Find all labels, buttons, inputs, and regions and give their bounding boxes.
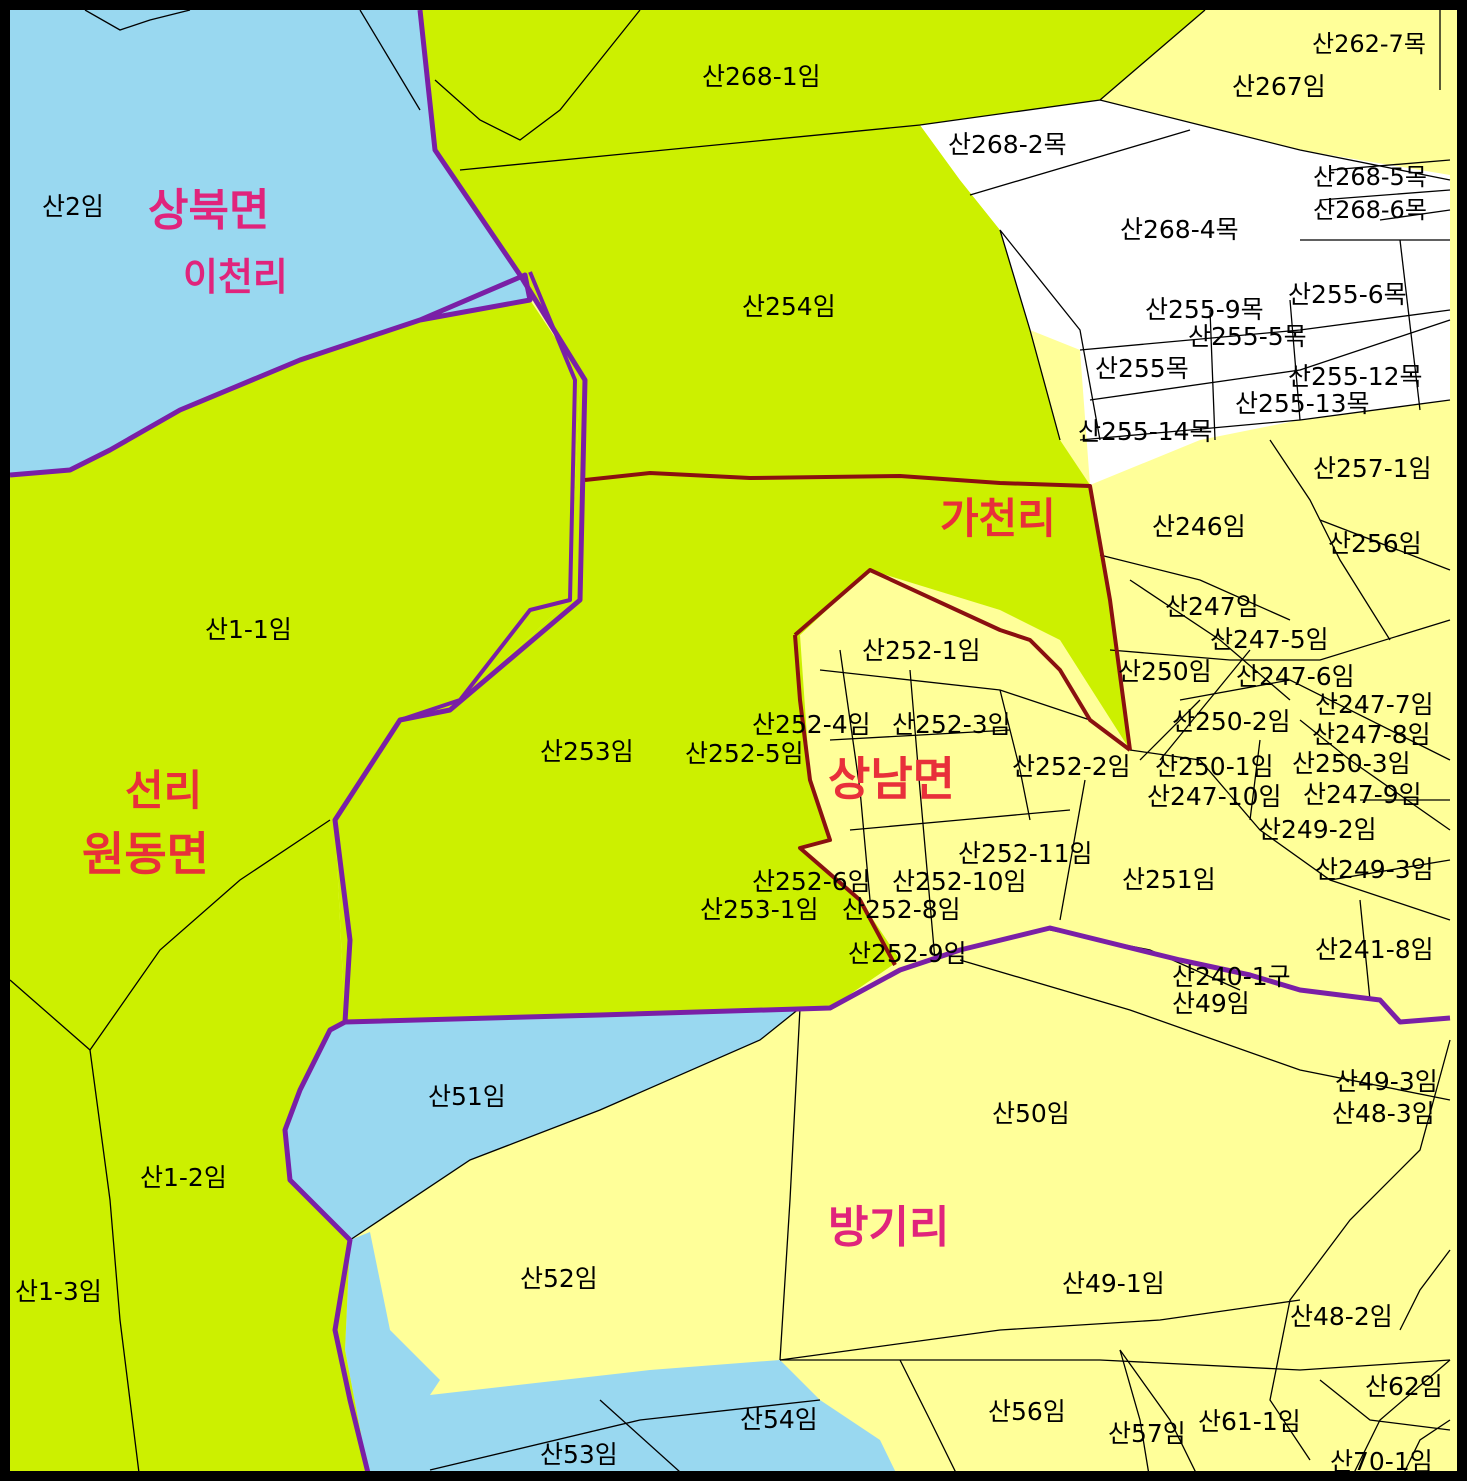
parcel-label[interactable]: 산62임 bbox=[1365, 1372, 1443, 1401]
parcel-label[interactable]: 산246임 bbox=[1152, 512, 1246, 541]
parcel-label[interactable]: 산240-1구 bbox=[1172, 962, 1291, 991]
parcel-label[interactable]: 산252-1임 bbox=[862, 636, 981, 665]
parcel-label[interactable]: 산252-6임 bbox=[752, 867, 871, 896]
parcel-label[interactable]: 산53임 bbox=[540, 1440, 618, 1469]
parcel-lines bbox=[10, 10, 1451, 1471]
parcel-label[interactable]: 산250-1임 bbox=[1155, 752, 1274, 781]
parcel-label[interactable]: 산252-10임 bbox=[892, 867, 1027, 896]
parcel-label[interactable]: 산255-9목 bbox=[1145, 295, 1264, 324]
parcel-label[interactable]: 산1-3임 bbox=[15, 1277, 102, 1306]
parcel-label[interactable]: 산252-4임 bbox=[752, 710, 871, 739]
parcel-label[interactable]: 산249-2임 bbox=[1258, 815, 1377, 844]
parcel-label[interactable]: 산262-7목 bbox=[1312, 30, 1426, 58]
parcel-label[interactable]: 산49임 bbox=[1172, 989, 1250, 1018]
parcel-label[interactable]: 산54임 bbox=[740, 1405, 818, 1434]
parcel-label[interactable]: 산70-1임 bbox=[1330, 1447, 1433, 1476]
parcel-label[interactable]: 산247-6임 bbox=[1236, 662, 1355, 691]
parcel-label[interactable]: 산252-2임 bbox=[1012, 752, 1131, 781]
region-label-icheon-ri: 이천리 bbox=[183, 255, 288, 299]
water-area-south bbox=[285, 1008, 800, 1240]
parcel-label[interactable]: 산252-11임 bbox=[958, 839, 1093, 868]
parcel-label[interactable]: 산252-8임 bbox=[842, 895, 961, 924]
parcel-label[interactable]: 산256임 bbox=[1328, 529, 1422, 558]
forest-area-west bbox=[10, 300, 580, 1471]
parcel-label[interactable]: 산254임 bbox=[742, 292, 836, 321]
parcel-label[interactable]: 산48-2임 bbox=[1290, 1302, 1393, 1331]
parcel-label[interactable]: 산255-5목 bbox=[1188, 322, 1307, 351]
parcel-label[interactable]: 산250-3임 bbox=[1292, 749, 1411, 778]
white-area-northeast bbox=[920, 100, 1450, 485]
parcel-labels: 산268-1임 산262-7목 산267임 산268-2목 산268-5목 산2… bbox=[15, 30, 1443, 1476]
parcel-label[interactable]: 산267임 bbox=[1232, 72, 1326, 101]
parcel-label[interactable]: 산268-4목 bbox=[1120, 215, 1239, 244]
parcel-label[interactable]: 산247-9임 bbox=[1303, 780, 1422, 809]
parcel-label[interactable]: 산252-9임 bbox=[848, 939, 967, 968]
parcel-label[interactable]: 산255-6목 bbox=[1288, 280, 1407, 309]
parcel-label[interactable]: 산268-2목 bbox=[948, 130, 1067, 159]
parcel-label[interactable]: 산268-1임 bbox=[702, 62, 821, 91]
parcel-label[interactable]: 산268-5목 bbox=[1313, 163, 1427, 191]
parcel-label[interactable]: 산50임 bbox=[992, 1099, 1070, 1128]
parcel-label[interactable]: 산49-1임 bbox=[1062, 1269, 1165, 1298]
water-area-northwest bbox=[10, 10, 530, 475]
region-label-seon-ri: 선리 bbox=[125, 766, 202, 815]
parcel-label[interactable]: 산250임 bbox=[1118, 657, 1212, 686]
village-boundaries bbox=[584, 471, 1132, 966]
parcel-label[interactable]: 산51임 bbox=[428, 1082, 506, 1111]
region-label-sangnam-myeon: 상남면 bbox=[828, 752, 955, 806]
parcel-label[interactable]: 산1-1임 bbox=[205, 615, 292, 644]
parcel-label[interactable]: 산247-8임 bbox=[1312, 720, 1431, 749]
district-boundaries bbox=[10, 10, 1451, 1471]
parcel-label[interactable]: 산52임 bbox=[520, 1264, 598, 1293]
parcel-label[interactable]: 산61-1임 bbox=[1198, 1407, 1301, 1436]
region-label-banggi-ri: 방기리 bbox=[828, 1202, 949, 1253]
parcel-label[interactable]: 산48-3임 bbox=[1332, 1099, 1435, 1128]
forest-area-north bbox=[335, 10, 1205, 1022]
parcel-label[interactable]: 산1-2임 bbox=[140, 1163, 227, 1192]
parcel-label[interactable]: 산241-8임 bbox=[1315, 935, 1434, 964]
parcel-label[interactable]: 산255-14목 bbox=[1078, 417, 1213, 446]
parcel-label[interactable]: 산253-1임 bbox=[700, 895, 819, 924]
parcel-label[interactable]: 산255목 bbox=[1095, 354, 1189, 383]
parcel-label[interactable]: 산253임 bbox=[540, 737, 634, 766]
parcel-label[interactable]: 산57임 bbox=[1108, 1419, 1186, 1448]
parcel-label[interactable]: 산249-3임 bbox=[1315, 855, 1434, 884]
parcel-label[interactable]: 산247-10임 bbox=[1147, 782, 1282, 811]
region-label-sangbuk-myeon: 상북면 bbox=[148, 185, 269, 236]
parcel-label[interactable]: 산257-1임 bbox=[1313, 454, 1432, 483]
parcel-label[interactable]: 산247-5임 bbox=[1210, 625, 1329, 654]
region-label-wondong-myeon: 원동면 bbox=[82, 827, 209, 881]
parcel-label[interactable]: 산247임 bbox=[1165, 592, 1259, 621]
parcel-label[interactable]: 산268-6목 bbox=[1313, 196, 1427, 224]
parcel-label[interactable]: 산247-7임 bbox=[1315, 690, 1434, 719]
parcel-label[interactable]: 산251임 bbox=[1122, 865, 1216, 894]
parcel-label[interactable]: 산252-5임 bbox=[685, 739, 804, 768]
parcel-label[interactable]: 산252-3임 bbox=[892, 710, 1011, 739]
water-area-southwest bbox=[345, 1232, 896, 1471]
parcel-label[interactable]: 산56임 bbox=[988, 1397, 1066, 1426]
region-label-gacheon-ri: 가천리 bbox=[940, 494, 1056, 543]
parcel-label[interactable]: 산255-12목 bbox=[1288, 362, 1423, 391]
parcel-label[interactable]: 산255-13목 bbox=[1235, 389, 1370, 418]
parcel-label[interactable]: 산49-3임 bbox=[1335, 1067, 1438, 1096]
parcel-label[interactable]: 산2임 bbox=[42, 192, 104, 221]
parcel-label[interactable]: 산250-2임 bbox=[1172, 707, 1291, 736]
